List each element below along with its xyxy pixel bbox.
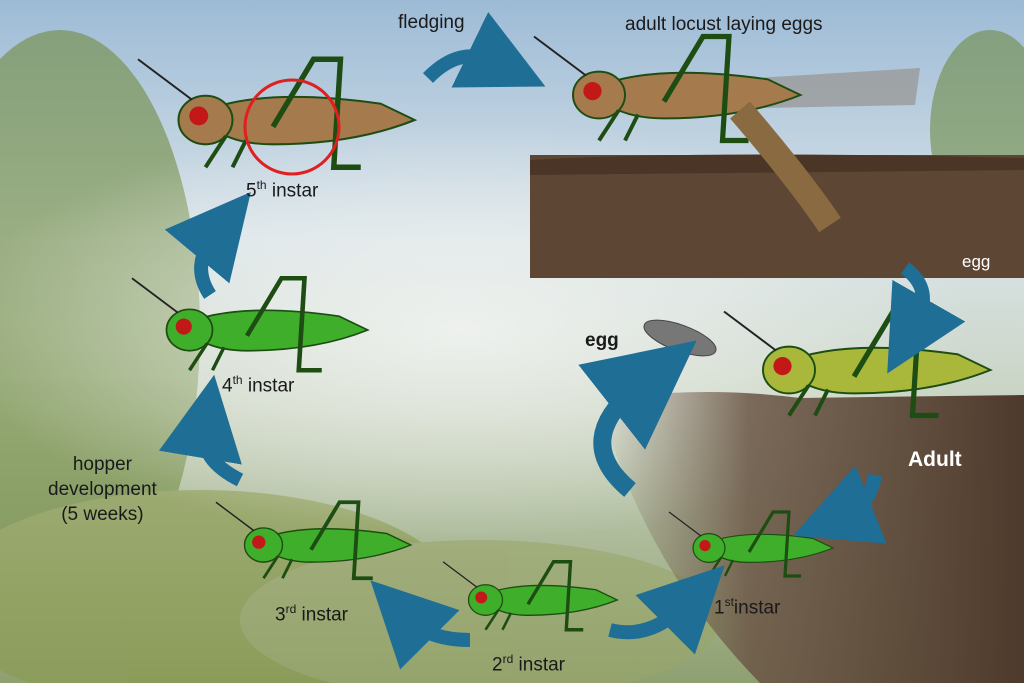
wing-highlight-circle <box>243 78 341 176</box>
hopper-line-2: development <box>48 479 157 500</box>
locust-adult-laying <box>534 37 920 233</box>
label-fledging: fledging <box>398 12 465 33</box>
label-hopper-development: hopper development (5 weeks) <box>48 452 157 527</box>
label-egg: egg <box>585 330 619 351</box>
label-adult-laying-eggs: adult locust laying eggs <box>625 14 823 35</box>
arrow-fledging <box>422 11 546 88</box>
label-3rd-instar: 3rd instar <box>275 602 348 626</box>
hopper-line-3: (5 weeks) <box>61 504 144 525</box>
arrow-to-egg <box>578 340 697 497</box>
arrow-2nd-to-3rd <box>370 580 471 670</box>
arrow-egg-to-adult <box>887 262 966 374</box>
arrow-3rd-to-4th <box>158 374 244 487</box>
label-2nd-instar: 2rd instar <box>492 652 565 676</box>
hopper-line-1: hopper <box>72 454 132 475</box>
label-adult: Adult <box>908 448 962 471</box>
arrow-adult-to-1st <box>793 465 887 544</box>
label-4th-instar: 4th instar <box>222 373 295 397</box>
label-1st-instar: 1stinstar <box>714 595 781 619</box>
arrow-1st-to-2nd <box>608 565 725 655</box>
label-5th-instar: 5th instar <box>246 178 319 202</box>
soil-photo <box>530 155 1024 278</box>
label-egg-photo: egg <box>962 252 991 271</box>
arrow-4th-to-5th <box>164 191 251 299</box>
